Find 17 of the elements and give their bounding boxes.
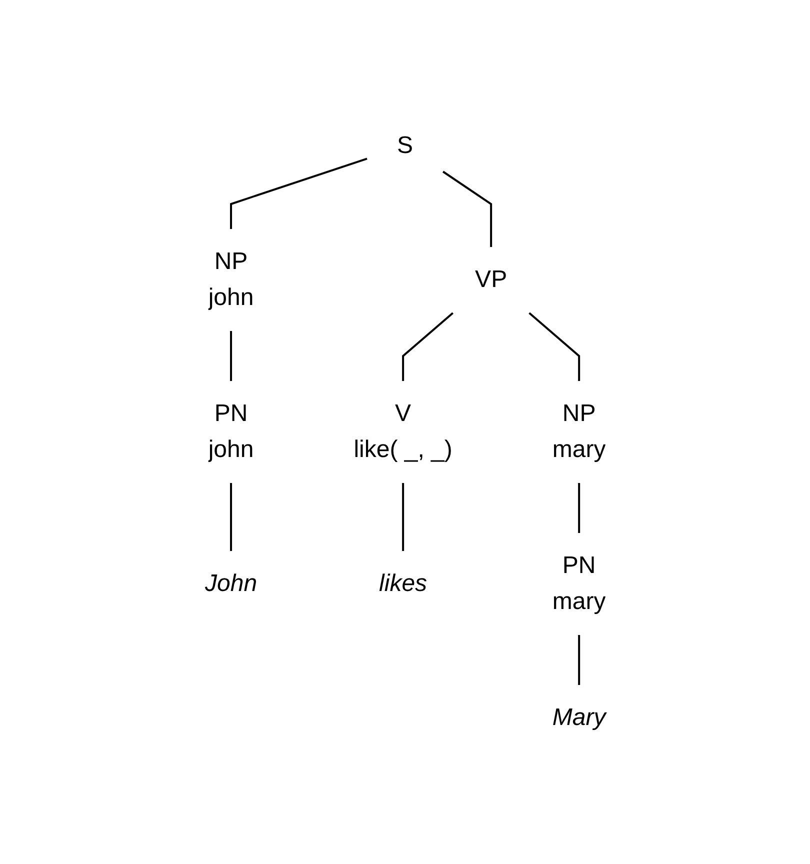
node-text: S	[396, 132, 413, 159]
connector	[578, 483, 580, 533]
connector	[442, 170, 492, 247]
connector	[528, 312, 580, 381]
connector	[230, 483, 232, 551]
connector	[230, 331, 232, 381]
node-text: John	[204, 570, 257, 597]
node-text: VP	[474, 266, 507, 293]
connector	[402, 312, 454, 381]
node-text: V like( _, _)	[353, 400, 452, 463]
connector	[578, 634, 580, 685]
node-text: NP mary	[552, 400, 606, 463]
node-text: Mary	[552, 704, 606, 731]
connector	[230, 158, 367, 229]
node-text: PN mary	[552, 552, 606, 615]
node-text: likes	[378, 570, 427, 597]
connector	[402, 483, 404, 551]
